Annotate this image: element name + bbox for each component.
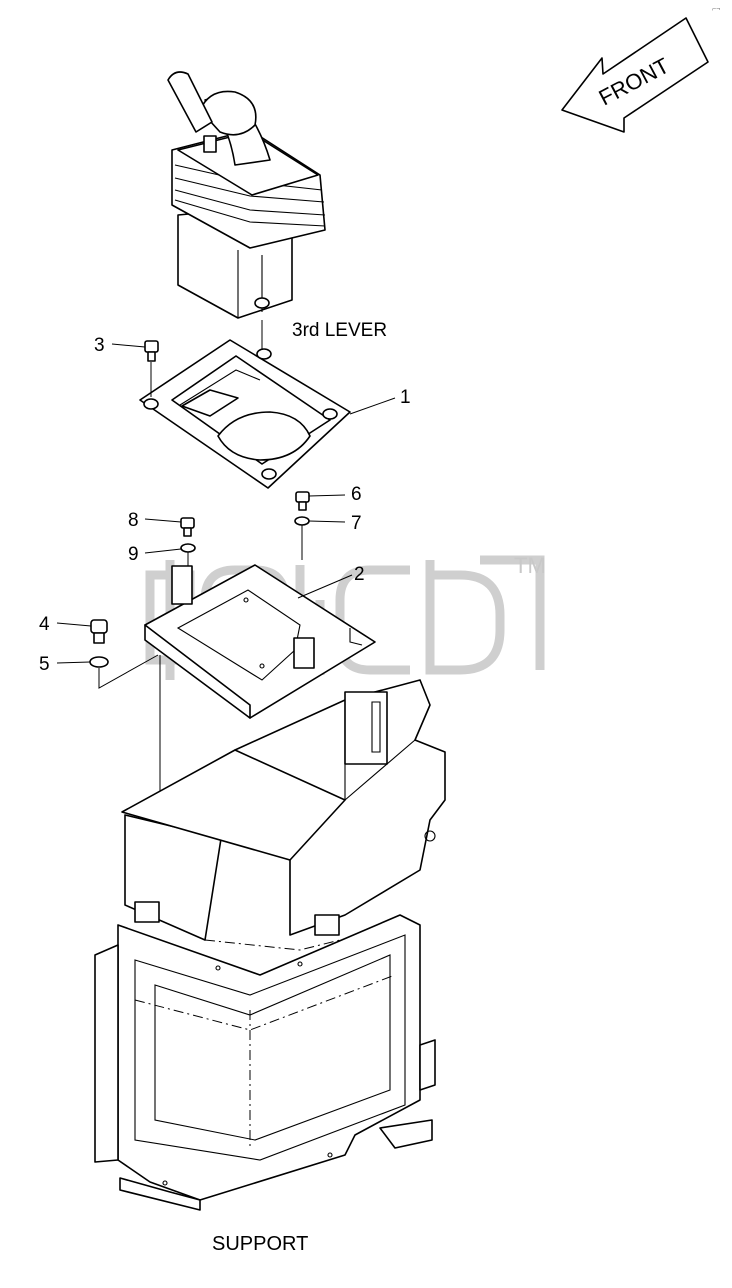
plate-fasteners-right [294,491,310,560]
leader-2 [297,574,353,599]
callout-5: 5 [39,654,50,675]
third-lever-assembly [167,71,326,319]
callout-1: 1 [400,387,411,408]
support-assembly [94,679,446,1211]
lever-cover [139,339,351,489]
leader-6 [308,494,346,497]
bracket-fasteners [89,619,159,689]
leader-7 [308,520,346,523]
callout-2: 2 [354,564,365,585]
leader-1 [349,397,396,415]
callout-7: 7 [351,513,362,534]
callout-3: 3 [94,335,105,356]
support-label: SUPPORT [212,1233,308,1255]
bracket-plate [144,564,376,719]
front-arrow: FRONT [561,17,709,133]
callout-6: 6 [351,484,362,505]
leader-4 [56,622,92,627]
leader-9 [144,548,182,554]
callout-4: 4 [39,614,50,635]
callout-9: 9 [128,544,139,565]
corner-mark: ⌐¬ [712,6,720,13]
leader-3 [111,343,146,348]
third-lever-label: 3rd LEVER [292,320,387,341]
leader-8 [144,518,182,523]
leader-5 [56,661,91,664]
watermark-tm: TM [514,553,546,578]
callout-8: 8 [128,510,139,531]
plate-fasteners-left [180,517,196,568]
